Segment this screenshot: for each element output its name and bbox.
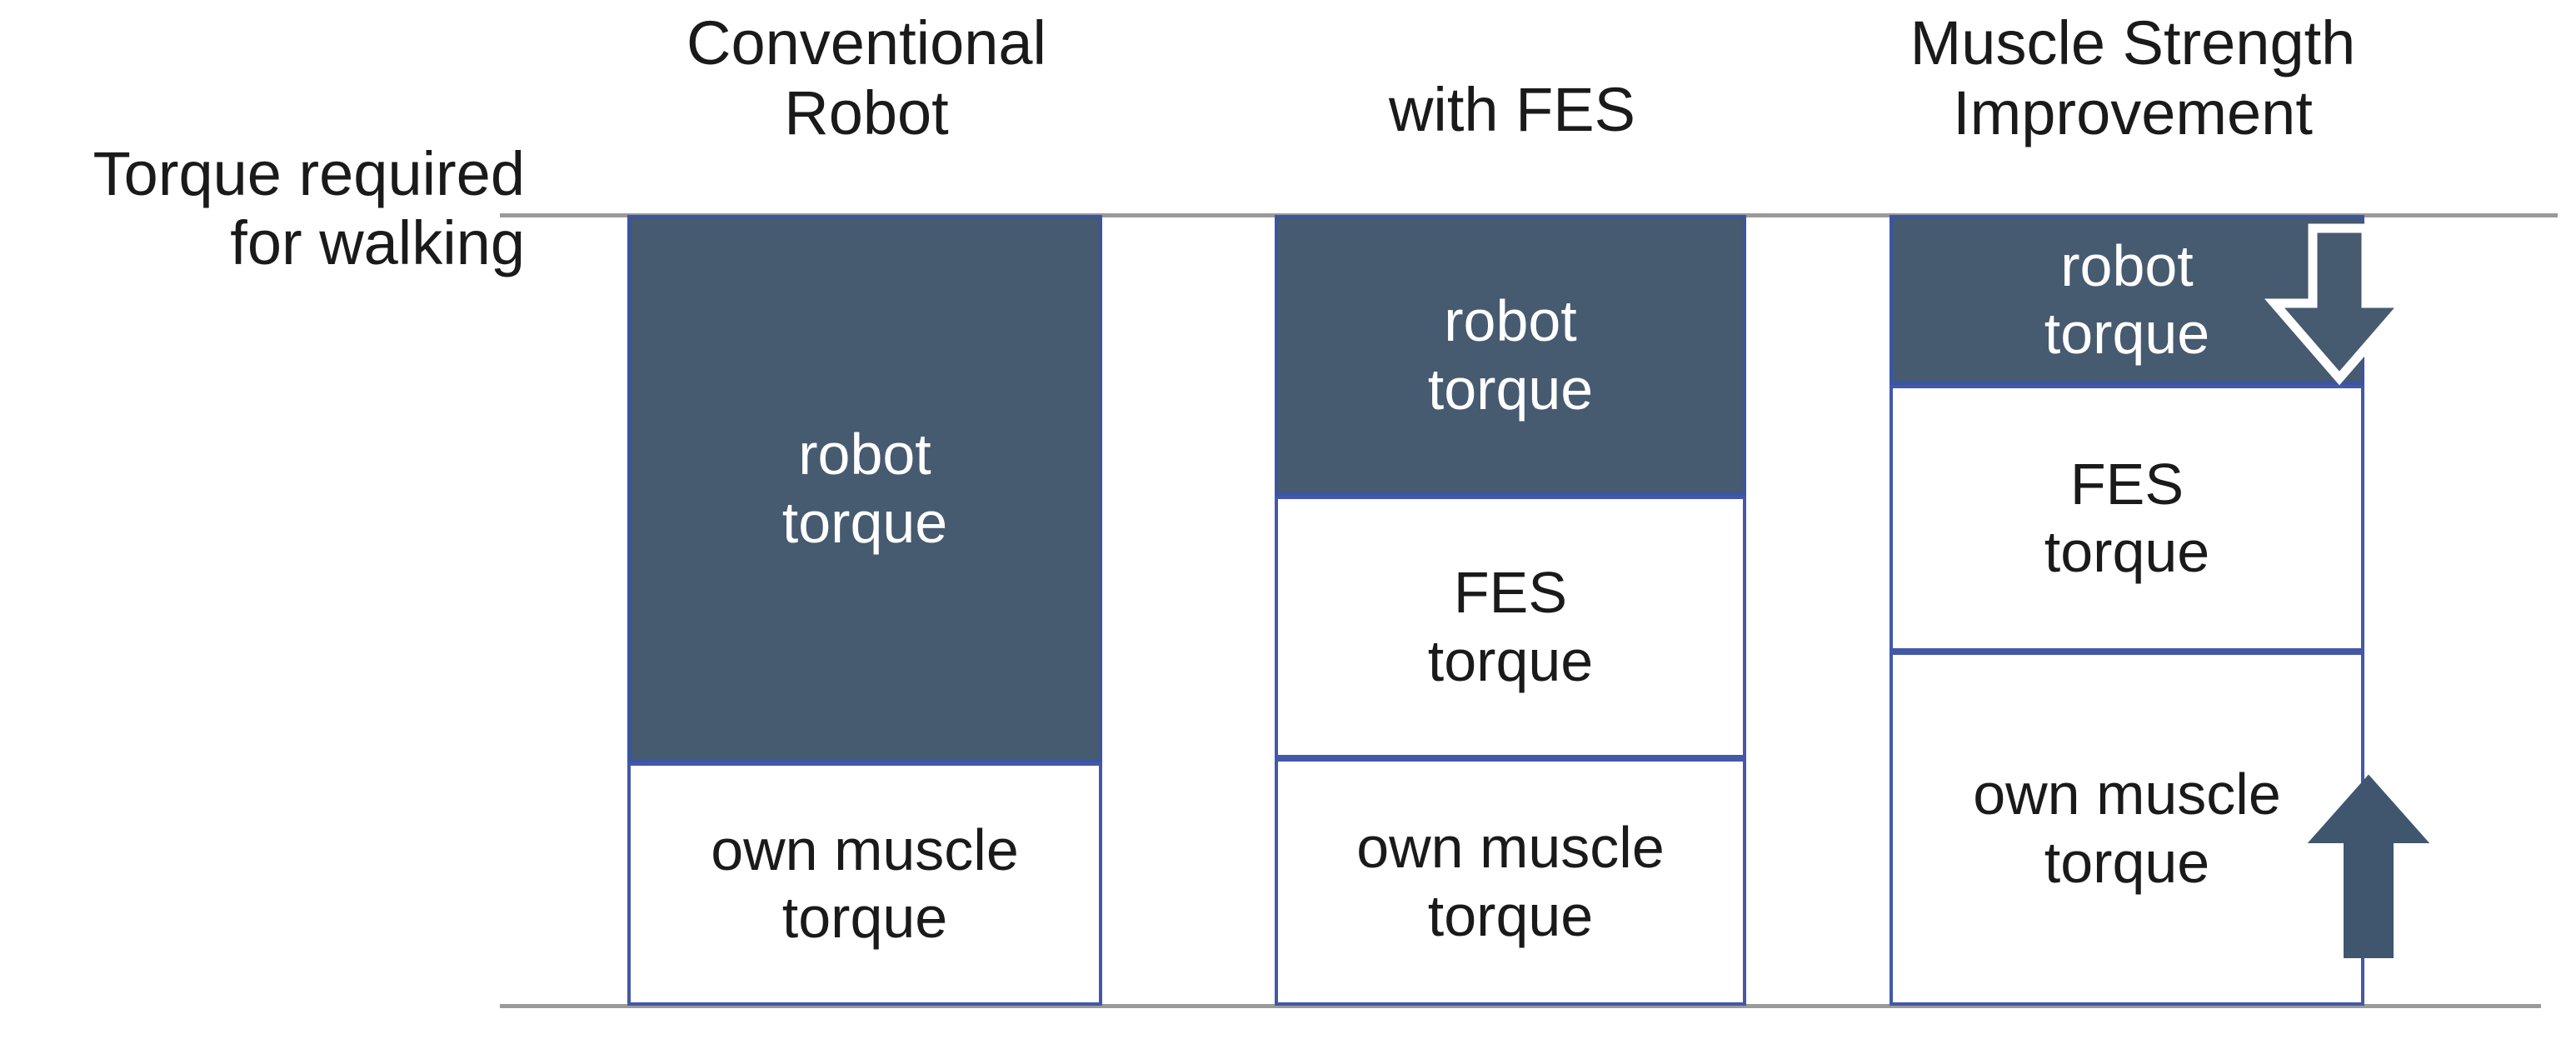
- bar-muscle-strength-improvement: robot torque FES torque own muscle torqu…: [1890, 215, 2364, 1006]
- bar-with-fes: robot torque FES torque own muscle torqu…: [1275, 215, 1746, 1006]
- segment-label: FES torque: [1427, 560, 1594, 693]
- segment-label: FES torque: [2044, 451, 2210, 584]
- segment-label: robot torque: [781, 422, 948, 555]
- arrow-down-outline-icon: [2264, 223, 2415, 386]
- segment-own-muscle-torque[interactable]: own muscle torque: [627, 762, 1102, 1006]
- segment-fes-torque[interactable]: FES torque: [1890, 385, 2364, 652]
- segment-label: own muscle torque: [711, 817, 1019, 950]
- segment-label: robot torque: [2044, 232, 2210, 366]
- segment-robot-torque[interactable]: robot torque: [1275, 215, 1746, 496]
- column-header-muscle-strength-improvement: Muscle Strength Improvement: [1910, 8, 2356, 147]
- segment-own-muscle-torque[interactable]: own muscle torque: [1275, 758, 1746, 1006]
- bar-conventional-robot: robot torque own muscle torque: [627, 215, 1102, 1006]
- arrow-up-solid-icon: [2307, 774, 2430, 958]
- segment-own-muscle-torque[interactable]: own muscle torque: [1890, 652, 2364, 1006]
- segment-label: own muscle torque: [1973, 762, 2281, 895]
- baseline-axis-line: [500, 1004, 2541, 1008]
- column-header-with-fes: with FES: [1388, 75, 1636, 144]
- segment-robot-torque[interactable]: robot torque: [627, 215, 1102, 762]
- segment-label: own muscle torque: [1356, 815, 1665, 948]
- y-axis-label: Torque required for walking: [92, 139, 525, 277]
- column-header-conventional-robot: Conventional Robot: [686, 8, 1046, 147]
- segment-label: robot torque: [1427, 288, 1594, 422]
- segment-fes-torque[interactable]: FES torque: [1275, 496, 1746, 758]
